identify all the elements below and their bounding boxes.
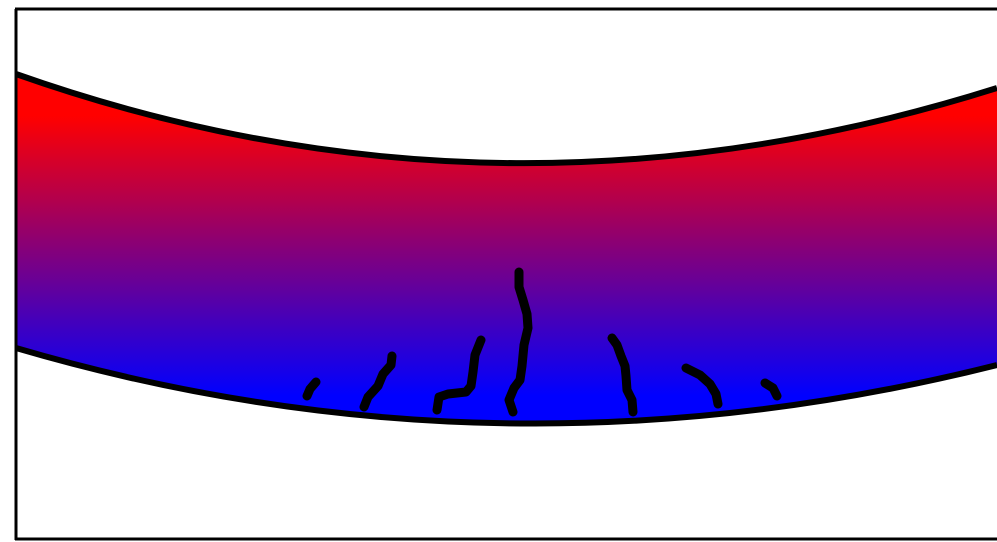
curved-beam (16, 74, 997, 424)
crack-7 (760, 378, 782, 401)
crack-1 (302, 377, 321, 401)
cracks (302, 267, 782, 417)
crack-6 (681, 363, 723, 409)
beam-top-edge (15, 71, 997, 167)
beam-bottom-edge (15, 345, 997, 427)
crack-2 (359, 351, 397, 412)
crack-3 (432, 335, 486, 415)
crack-4 (504, 267, 533, 417)
crack-5 (607, 333, 638, 417)
